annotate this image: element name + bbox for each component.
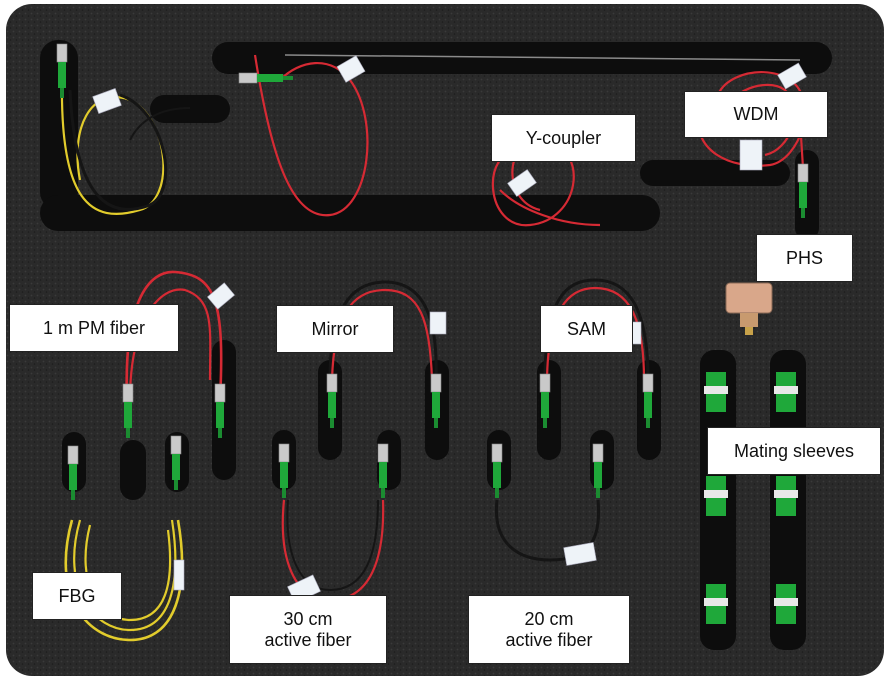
label-fbg: FBG <box>32 572 122 620</box>
label-sam: SAM <box>540 305 633 353</box>
label-active-fiber-20cm: 20 cm active fiber <box>468 595 630 664</box>
label-mirror: Mirror <box>276 305 394 353</box>
label-y-coupler: Y-coupler <box>491 114 636 162</box>
label-pm-fiber: 1 m PM fiber <box>9 304 179 352</box>
label-active-fiber-30cm: 30 cm active fiber <box>229 595 387 664</box>
fibers <box>60 54 807 642</box>
label-phs: PHS <box>756 234 853 282</box>
label-mating-sleeves: Mating sleeves <box>707 427 881 475</box>
phs-component <box>725 282 773 335</box>
label-wdm: WDM <box>684 91 828 138</box>
